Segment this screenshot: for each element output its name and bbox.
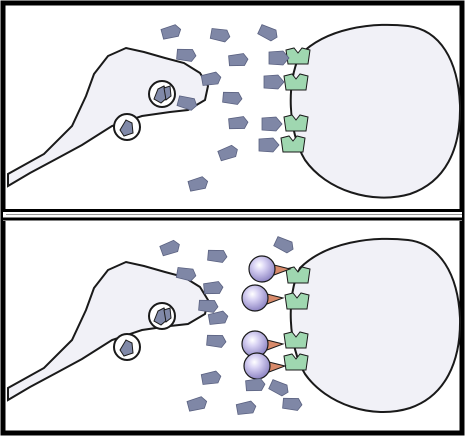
vesicle bbox=[149, 303, 175, 329]
neurotransmitter bbox=[268, 379, 290, 398]
neurotransmitter bbox=[236, 400, 257, 415]
neurotransmitter bbox=[208, 249, 228, 263]
vesicle bbox=[114, 334, 140, 360]
neurotransmitter bbox=[199, 299, 219, 313]
neurotransmitter bbox=[229, 53, 249, 67]
presynaptic-neuron bbox=[8, 48, 208, 186]
bottom-panel bbox=[8, 236, 460, 416]
bound-neurotransmitter bbox=[262, 117, 282, 131]
top-panel bbox=[8, 24, 460, 198]
neurotransmitter bbox=[161, 24, 182, 41]
neurotransmitter bbox=[257, 24, 279, 43]
neurotransmitter bbox=[207, 334, 227, 348]
neurotransmitter bbox=[283, 397, 303, 411]
neurotransmitter bbox=[210, 28, 231, 43]
neurotransmitter bbox=[188, 176, 209, 193]
receptor-blocker bbox=[244, 353, 285, 379]
neurotransmitter bbox=[204, 281, 224, 295]
postsynaptic-cell bbox=[291, 25, 460, 198]
neurotransmitter bbox=[187, 396, 208, 413]
neurotransmitter bbox=[201, 71, 222, 86]
receptor-blocker bbox=[242, 285, 283, 311]
neurotransmitter bbox=[208, 310, 229, 325]
neurotransmitter bbox=[273, 236, 295, 255]
neurotransmitter bbox=[217, 144, 239, 162]
neurotransmitter bbox=[177, 48, 197, 62]
neurotransmitter bbox=[229, 116, 249, 130]
vesicle bbox=[149, 81, 175, 107]
postsynaptic-cell bbox=[291, 239, 460, 412]
neurotransmitter bbox=[246, 378, 266, 392]
receptor-blocker bbox=[249, 256, 290, 282]
bound-neurotransmitter bbox=[259, 138, 279, 152]
neurotransmitter bbox=[201, 370, 222, 385]
receptor bbox=[281, 136, 305, 152]
neurotransmitter bbox=[223, 91, 243, 105]
panel-divider bbox=[3, 209, 462, 221]
receptor bbox=[286, 48, 310, 64]
bound-neurotransmitter bbox=[264, 75, 284, 89]
neurotransmitter bbox=[159, 239, 181, 257]
presynaptic-neuron bbox=[8, 262, 208, 400]
vesicle bbox=[114, 114, 140, 140]
receptor-blocker bbox=[242, 331, 283, 357]
